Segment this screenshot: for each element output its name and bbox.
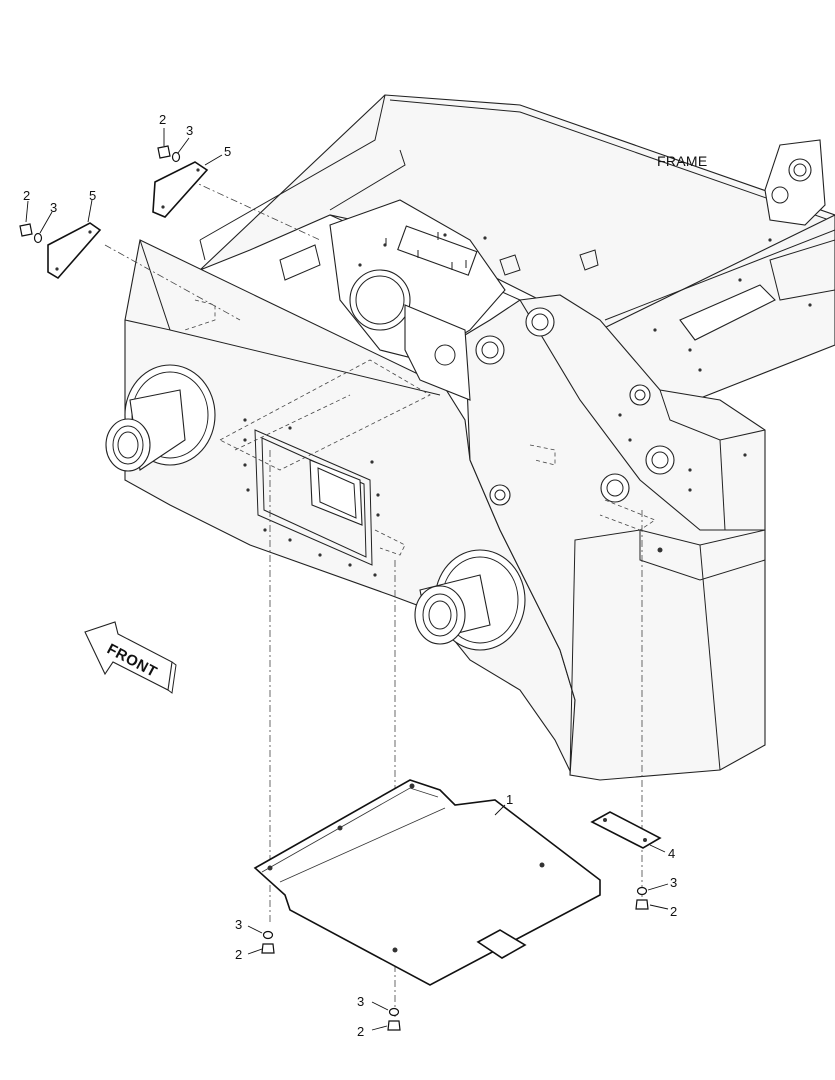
callout-5a: 5	[224, 144, 231, 159]
rivet-dots	[243, 233, 812, 577]
frame-title-label: FRAME	[657, 153, 708, 169]
callout-3a: 3	[186, 123, 193, 138]
access-opening	[254, 429, 373, 566]
callout-2c: 2	[670, 904, 677, 919]
frame-assembly	[105, 94, 835, 781]
pivot-bushings	[475, 307, 675, 506]
callout-4: 4	[668, 846, 675, 861]
part-1-skid-plate	[253, 779, 601, 986]
callout-3c: 3	[670, 875, 677, 890]
callout-2b: 2	[23, 188, 30, 203]
part-5-cover-plate-upper	[152, 161, 209, 218]
leader-lines	[25, 128, 669, 1031]
callout-5b: 5	[89, 188, 96, 203]
part-4-small-plate	[590, 811, 662, 849]
lower-tube-mount	[414, 549, 526, 651]
callout-3d: 3	[235, 917, 242, 932]
fasteners	[19, 145, 649, 1031]
callout-1: 1	[506, 792, 513, 807]
rear-bracket	[764, 139, 826, 226]
left-tube-mount	[105, 364, 216, 472]
callout-2e: 2	[357, 1024, 364, 1039]
callout-numbers: 2 3 5 2 3 5 1 4 3 2 3 2 3 2	[23, 112, 677, 1039]
part-5-cover-plate-lower	[47, 222, 102, 280]
callout-2a: 2	[159, 112, 166, 127]
front-direction-arrow: FRONT	[84, 621, 177, 694]
callout-3e: 3	[357, 994, 364, 1009]
callout-2d: 2	[235, 947, 242, 962]
callout-3b: 3	[50, 200, 57, 215]
